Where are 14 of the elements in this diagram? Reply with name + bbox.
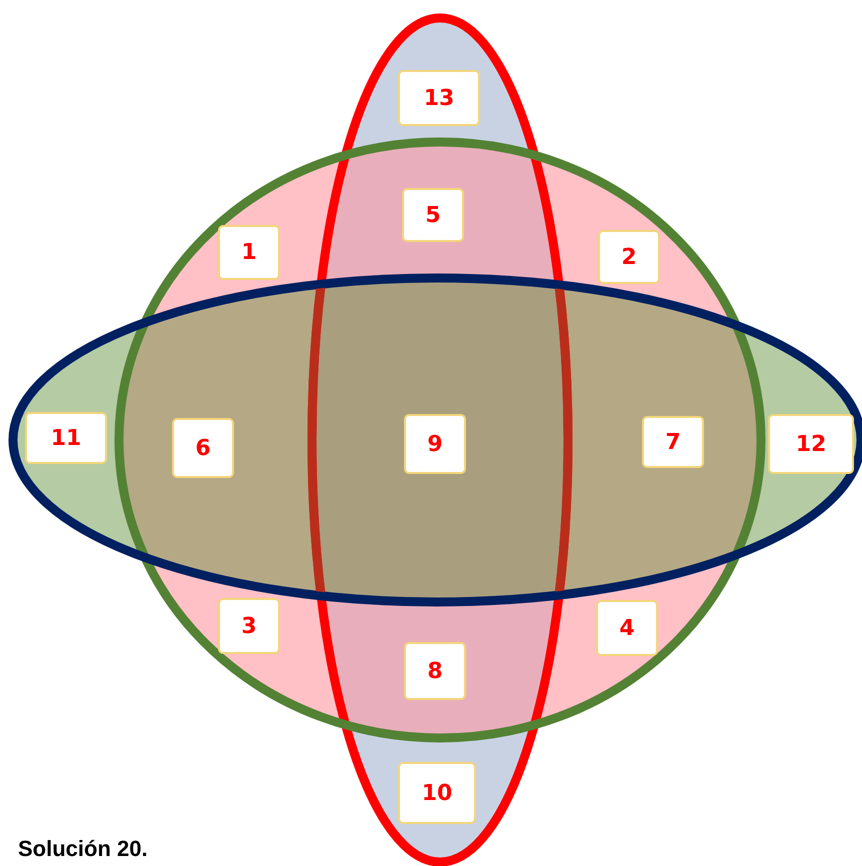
region-number-label: 5 bbox=[402, 188, 464, 242]
region-number-label: 8 bbox=[404, 642, 466, 700]
region-number-label: 2 bbox=[598, 230, 660, 284]
region-number-label: 1 bbox=[218, 225, 280, 280]
region-number-label: 9 bbox=[404, 414, 466, 474]
solution-caption: Solución 20. bbox=[18, 836, 148, 862]
region-number-label: 7 bbox=[642, 416, 704, 468]
region-number-label: 6 bbox=[172, 418, 234, 478]
region-number-label: 13 bbox=[398, 70, 480, 126]
region-number-label: 4 bbox=[596, 600, 658, 656]
region-number-label: 3 bbox=[218, 598, 280, 654]
region-number-label: 11 bbox=[25, 412, 107, 464]
region-number-label: 10 bbox=[398, 762, 476, 824]
region-number-label: 12 bbox=[768, 414, 854, 474]
